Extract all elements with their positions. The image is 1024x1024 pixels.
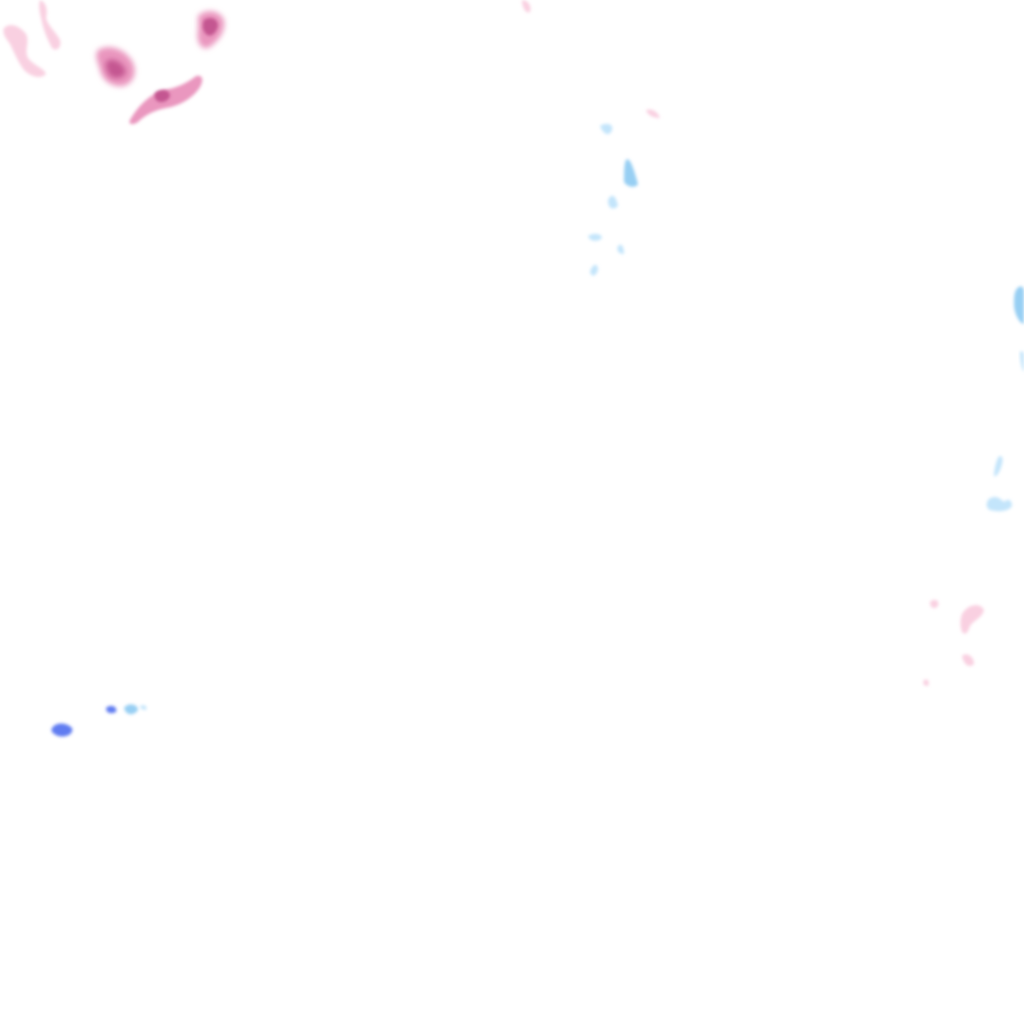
- snow-echo: [3, 25, 46, 77]
- rain-echo-group-southwest: [51, 704, 147, 737]
- rain-echo-group-central: [588, 123, 638, 276]
- rain-echo: [590, 264, 598, 276]
- snow-echo: [154, 89, 170, 103]
- snow-echo: [962, 654, 974, 666]
- rain-echo: [140, 705, 147, 710]
- rain-echo: [624, 159, 638, 187]
- snow-echo: [923, 679, 929, 686]
- snow-echo-group-northwest: [3, 0, 660, 125]
- snow-echo: [39, 0, 61, 50]
- rain-echo: [124, 704, 138, 715]
- snow-echo: [646, 109, 660, 118]
- rain-echo: [617, 244, 624, 254]
- snow-echo: [105, 59, 126, 79]
- rain-echo-group-east: [986, 286, 1024, 512]
- snow-echo-group-southeast: [923, 599, 984, 686]
- rain-echo: [1020, 351, 1024, 372]
- snow-echo: [930, 599, 939, 609]
- rain-echo: [608, 195, 618, 209]
- rain-echo: [51, 723, 73, 737]
- rain-echo: [1014, 286, 1024, 324]
- rain-echo: [986, 496, 1012, 512]
- rain-echo: [600, 123, 613, 135]
- rain-echo: [994, 456, 1003, 477]
- snow-echo: [960, 605, 984, 634]
- rain-echo: [588, 233, 602, 241]
- rain-echo: [106, 705, 117, 714]
- snow-echo: [522, 0, 531, 13]
- snow-echo: [202, 18, 218, 36]
